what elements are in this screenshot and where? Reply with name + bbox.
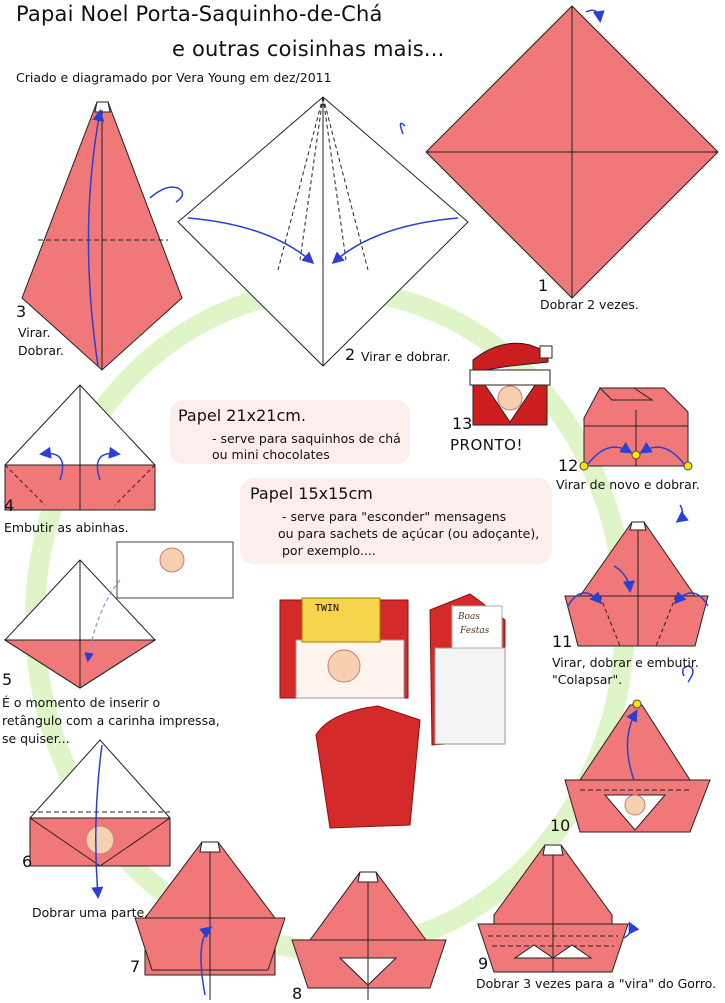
note-paper-21: Papel 21x21cm. - serve para saquinhos de… xyxy=(170,400,410,464)
step-1-caption: Dobrar 2 vezes. xyxy=(540,297,639,312)
step8-figure xyxy=(291,871,447,1000)
step10-figure xyxy=(564,665,711,833)
note-heading: Papel 15x15cm xyxy=(250,484,373,503)
step-5-caption: É o momento de inserir o xyxy=(2,695,161,710)
step-4-caption: Embutir as abinhas. xyxy=(4,520,129,535)
note-body-line: - serve para saquinhos de chá xyxy=(212,431,401,446)
tea-bag-label: TWIN xyxy=(315,603,340,614)
step12-figure xyxy=(579,387,693,471)
step1-figure xyxy=(425,5,719,299)
step-9-number: 9 xyxy=(478,954,489,973)
step-10-number: 10 xyxy=(550,816,571,835)
step-9-caption: Dobrar 3 vezes para a "vira" do Gorro. xyxy=(476,976,717,991)
step-13-caption: PRONTO! xyxy=(450,436,523,454)
step11-figure xyxy=(564,504,709,647)
note-body-line: por exemplo.... xyxy=(282,543,376,558)
step-1-number: 1 xyxy=(538,276,549,295)
step-11-caption: "Colapsar". xyxy=(552,672,623,687)
step-12-number: 12 xyxy=(558,456,579,475)
note-body-line: ou para sachets de açúcar (ou adoçante), xyxy=(278,526,540,541)
note-body-line: - serve para "esconder" mensagens xyxy=(282,509,507,524)
step-6-caption: Dobrar uma parte. xyxy=(32,905,149,920)
step13-figure xyxy=(469,342,553,426)
note-heading: Papel 21x21cm. xyxy=(178,406,306,425)
step-8-number: 8 xyxy=(292,984,303,1003)
step-5-caption: retângulo com a carinha impressa, xyxy=(2,713,220,728)
step6-figure xyxy=(29,739,171,899)
step-12-caption: Virar de novo e dobrar. xyxy=(556,477,700,492)
step9-figure xyxy=(477,844,640,973)
step-5-number: 5 xyxy=(2,670,13,689)
author-credit: Criado e diagramado por Vera Young em de… xyxy=(16,70,332,85)
page-title-line2: e outras coisinhas mais... xyxy=(172,37,445,61)
step-5-caption: se quiser... xyxy=(2,731,70,746)
step2-figure xyxy=(177,96,469,367)
step-3-caption: Virar. xyxy=(18,325,51,340)
note-paper-15: Papel 15x15cm - serve para "esconder" me… xyxy=(240,478,552,564)
step-6-number: 6 xyxy=(22,852,33,871)
step-11-number: 11 xyxy=(552,632,573,651)
message-card-line: Boas xyxy=(458,612,481,622)
step-2-caption: Virar e dobrar. xyxy=(361,349,451,364)
message-card-line: Festas xyxy=(460,626,490,636)
step-4-number: 4 xyxy=(4,496,15,515)
step-11-caption: Virar, dobrar e embutir. xyxy=(552,655,699,670)
step-2-number: 2 xyxy=(345,345,356,364)
step-13-number: 13 xyxy=(452,414,473,433)
step7-figure xyxy=(134,841,286,1000)
step-3-caption: Dobrar. xyxy=(18,343,64,358)
note-body-line: ou mini chocolates xyxy=(212,447,330,462)
photo-finished-santas xyxy=(279,593,506,829)
step-3-number: 3 xyxy=(16,302,27,321)
step3-figure xyxy=(21,101,184,371)
step4-figure xyxy=(4,384,156,511)
page-title-line1: Papai Noel Porta-Saquinho-de-Chá xyxy=(16,2,383,26)
step-7-number: 7 xyxy=(130,957,141,976)
step5-figure xyxy=(3,541,234,689)
